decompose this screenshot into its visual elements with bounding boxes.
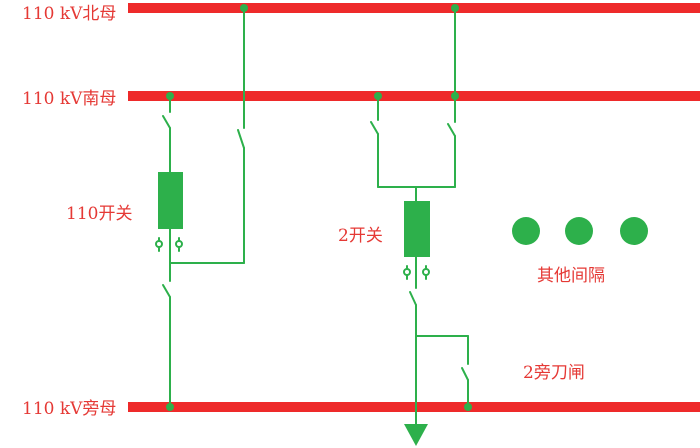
breaker-110-label: 110开关 [66,204,133,224]
dot-icon [620,217,648,245]
ct-icon [155,237,183,252]
ct-icon [403,265,430,280]
disconnector-blade [162,115,171,129]
junction-dots [166,4,472,411]
bay-110 [155,7,245,408]
other-bays-dots [512,217,648,245]
north-bus-label: 110 kV北母 [22,4,117,24]
disconnector-blade [461,367,469,381]
disconnector-blade [447,123,456,137]
dot-icon [512,217,540,245]
bay-2 [370,7,469,446]
arrow-down-icon [404,424,428,446]
bypass-disconnector-2-label: 2旁刀闸 [523,363,585,383]
disconnector-blade [237,129,245,149]
other-bays-label: 其他间隔 [537,266,605,286]
disconnector-blade [162,284,171,298]
dot-icon [565,217,593,245]
disconnector-blade [370,121,379,135]
breaker-2-icon[interactable] [404,201,430,257]
bypass-bus-label: 110 kV旁母 [22,399,117,419]
breaker-110-icon[interactable] [158,172,183,229]
south-bus-label: 110 kV南母 [22,89,117,109]
disconnector-blade [409,291,417,306]
breaker-2-label: 2开关 [338,226,383,246]
